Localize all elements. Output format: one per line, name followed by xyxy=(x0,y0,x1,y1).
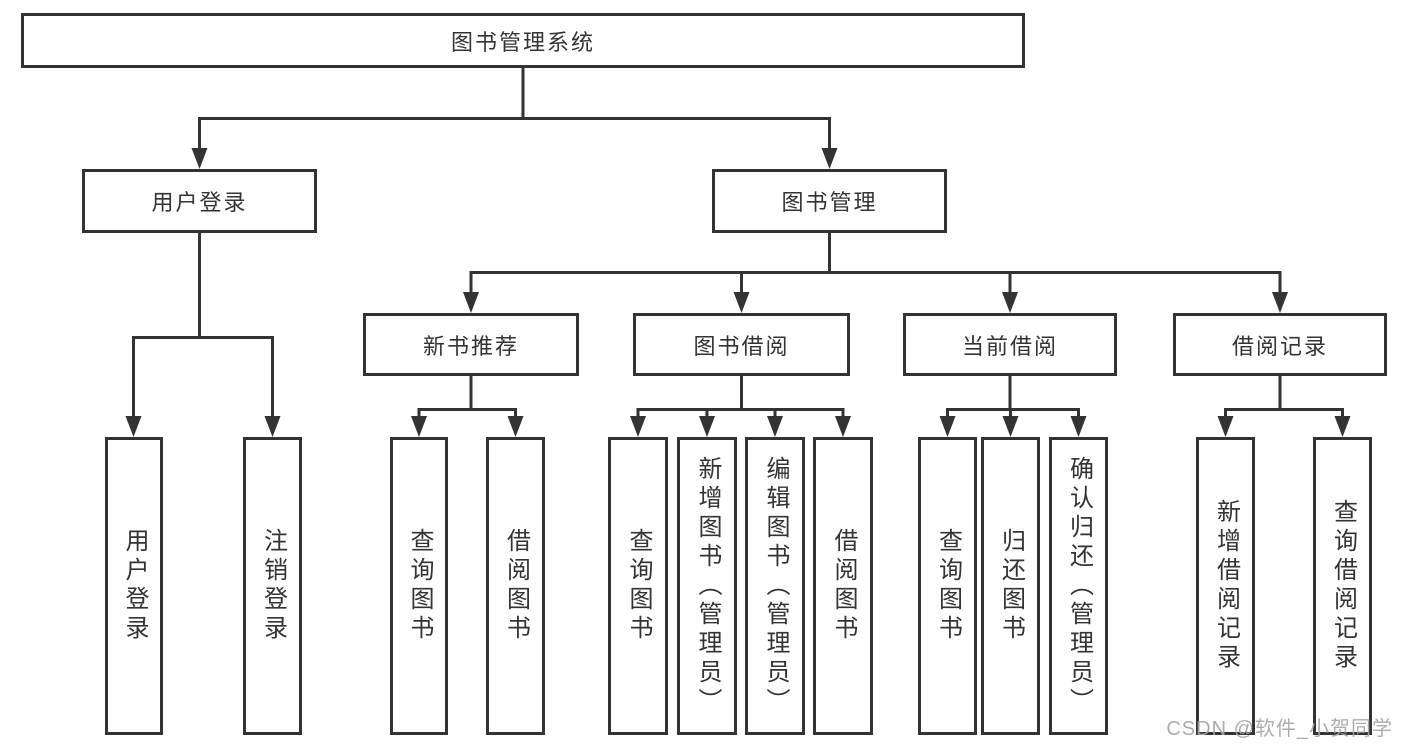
leaf-borrowing-borrow-books: 借阅图书 xyxy=(813,437,873,735)
arrow-down-icon xyxy=(191,148,208,169)
arrow-down-icon xyxy=(411,416,427,437)
node-borrowing-records: 借阅记录 xyxy=(1173,313,1387,376)
arrow-down-icon xyxy=(1070,416,1087,437)
csdn-watermark: CSDN @软件_小贺同学 xyxy=(1166,718,1393,740)
leaf-borrowing-edit-books-admin-label: 编辑图书（管理员） xyxy=(762,455,789,717)
arrow-down-icon xyxy=(767,416,783,437)
arrow-down-icon xyxy=(1002,416,1019,437)
leaf-current-return-books: 归还图书 xyxy=(981,437,1040,735)
leaf-borrowing-edit-books-admin: 编辑图书（管理员） xyxy=(745,437,805,735)
arrow-down-icon xyxy=(1217,416,1234,437)
leaf-current-confirm-return-admin-label: 确认归还（管理员） xyxy=(1065,455,1093,717)
leaf-borrowing-add-books-admin-label: 新增图书（管理员） xyxy=(694,455,721,717)
arrow-down-icon xyxy=(463,292,479,313)
leaf-current-search-books-label: 查询图书 xyxy=(934,528,962,644)
arrow-down-icon xyxy=(1002,292,1018,313)
node-root-label: 图书管理系统 xyxy=(450,29,595,55)
leaf-records-search-record: 查询借阅记录 xyxy=(1313,437,1372,735)
arrow-down-icon xyxy=(264,416,281,437)
arrow-down-icon xyxy=(1272,292,1288,313)
arrow-down-icon xyxy=(125,416,142,437)
node-book-management-label: 图书管理 xyxy=(781,190,878,215)
node-book-management: 图书管理 xyxy=(712,169,947,233)
node-new-book-recommend: 新书推荐 xyxy=(363,313,579,376)
node-root: 图书管理系统 xyxy=(21,13,1025,68)
leaf-user-login: 用户登录 xyxy=(105,437,163,735)
leaf-newbook-borrow-books-label: 借阅图书 xyxy=(502,528,530,644)
node-user-login-label: 用户登录 xyxy=(151,190,248,215)
leaf-borrowing-add-books-admin: 新增图书（管理员） xyxy=(677,437,737,735)
arrow-down-icon xyxy=(699,416,715,437)
leaf-logout: 注销登录 xyxy=(243,437,302,735)
leaf-borrowing-search-books-label: 查询图书 xyxy=(625,528,652,644)
node-current-borrowing: 当前借阅 xyxy=(903,313,1117,376)
leaf-current-return-books-label: 归还图书 xyxy=(997,528,1025,644)
node-current-borrowing-label: 当前借阅 xyxy=(961,333,1058,359)
node-new-book-recommend-label: 新书推荐 xyxy=(422,333,519,359)
node-borrowing-records-label: 借阅记录 xyxy=(1231,333,1328,359)
arrow-down-icon xyxy=(1334,416,1351,437)
leaf-borrowing-borrow-books-label: 借阅图书 xyxy=(830,528,857,644)
arrow-down-icon xyxy=(821,148,838,169)
leaf-logout-label: 注销登录 xyxy=(259,528,287,644)
leaf-newbook-search-books: 查询图书 xyxy=(390,437,448,735)
arrow-down-icon xyxy=(835,416,851,437)
leaf-records-search-record-label: 查询借阅记录 xyxy=(1329,499,1357,673)
arrow-down-icon xyxy=(733,292,750,313)
leaf-newbook-search-books-label: 查询图书 xyxy=(406,528,433,644)
leaf-user-login-label: 用户登录 xyxy=(121,528,148,644)
arrow-down-icon xyxy=(630,416,646,437)
arrow-down-icon xyxy=(939,416,956,437)
node-book-borrowing-label: 图书借阅 xyxy=(693,333,790,359)
leaf-borrowing-search-books: 查询图书 xyxy=(608,437,668,735)
arrow-down-icon xyxy=(507,416,524,437)
leaf-records-add-record: 新增借阅记录 xyxy=(1196,437,1255,735)
leaf-current-search-books: 查询图书 xyxy=(918,437,977,735)
leaf-current-confirm-return-admin: 确认归还（管理员） xyxy=(1049,437,1108,735)
leaf-newbook-borrow-books: 借阅图书 xyxy=(486,437,545,735)
leaf-records-add-record-label: 新增借阅记录 xyxy=(1212,499,1240,673)
node-book-borrowing: 图书借阅 xyxy=(633,313,850,376)
node-user-login: 用户登录 xyxy=(82,169,317,233)
